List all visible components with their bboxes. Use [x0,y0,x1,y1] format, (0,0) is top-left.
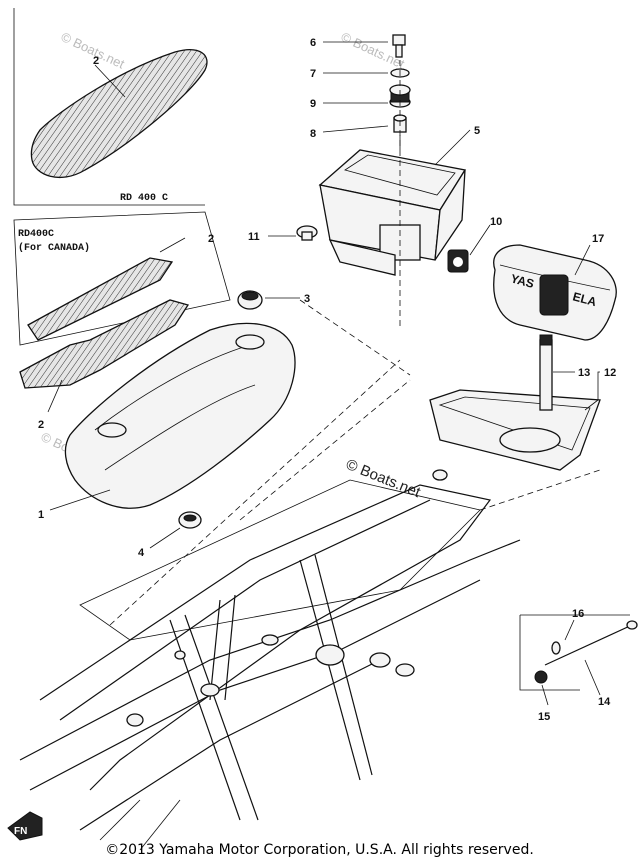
callout-12: 12 [604,367,616,379]
callout-8: 8 [310,128,316,140]
callout-13: 13 [578,367,590,379]
callout-3: 3 [304,293,310,305]
callout-16: 16 [572,608,584,620]
side-cover [64,322,296,509]
washer-16 [551,641,561,655]
rd400c-canada-inset-box: RD400C (For CANADA) 2 2 [13,211,231,431]
callout-2-lower: 2 [38,419,44,431]
frame [19,469,521,851]
callout-5: 5 [474,125,480,137]
callout-15: 15 [538,711,550,723]
nut [534,670,548,684]
long-bolt [544,620,638,666]
callout-1: 1 [38,509,44,521]
copyright-notice: ©2013 Yamaha Motor Corporation, U.S.A. A… [105,842,534,858]
rd400c-inset-box: 2 RD 400 C [13,8,208,206]
side-cover-emblem-rd400c [30,49,208,179]
callout-14: 14 [598,696,611,708]
callout-2: 2 [93,55,99,67]
side-cover-emblem-canada-upper [27,257,174,341]
watermark-center: © Boats.net [344,456,424,502]
bolt [392,34,406,58]
callout-4: 4 [138,547,145,559]
model-label-canada: (For CANADA) [18,242,90,254]
callout-17: 17 [592,233,604,245]
side-cover-emblem-canada-lower [19,299,190,389]
callout-2-canada: 2 [208,233,214,245]
battery: YAS ELA [493,244,617,341]
callout-6: 6 [310,37,316,49]
callout-11: 11 [248,231,260,243]
battery-box [318,135,467,276]
model-label-rd400c-canada: RD400C [18,229,54,240]
battery-tray [429,334,601,471]
callout-7: 7 [310,68,316,80]
callout-9: 9 [310,98,316,110]
model-label-rd400c: RD 400 C [120,193,168,204]
battery-label-1: YAS [509,271,535,291]
holder [447,249,469,273]
callout-10: 10 [490,216,502,228]
corner-logo-text: FN [14,826,27,837]
corner-logo: FN [7,811,43,841]
battery-label-2: ELA [571,289,598,309]
